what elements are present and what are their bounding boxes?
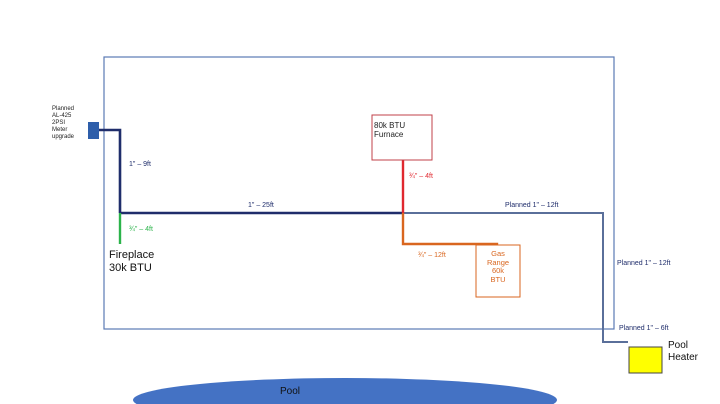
fireplace-label: Fireplace 30k BTU: [109, 249, 155, 274]
riser-segment-label: 1" – 9ft: [129, 161, 151, 168]
fireplace-branch-label: ¾" – 4ft: [129, 226, 153, 233]
furnace-box: [371, 114, 433, 161]
meter-label: Planned AL-425 2PSI Meter upgrade: [52, 106, 75, 140]
pool-shape: [133, 378, 557, 404]
gas-meter: [88, 122, 99, 139]
range-branch-label: ¾" – 12ft: [418, 252, 446, 259]
pool-heater-label: Pool Heater: [668, 340, 699, 363]
planned-segment-3-label: Planned 1" – 6ft: [619, 325, 669, 332]
planned-segment-1-label: Planned 1" – 12ft: [505, 202, 559, 209]
pool-heater-box: [628, 346, 663, 374]
range-label: Gas Range 60k BTU: [486, 249, 510, 284]
planned-segment-2-label: Planned 1" – 12ft: [617, 260, 671, 267]
furnace-branch-label: ¾" – 4ft: [409, 173, 433, 180]
furnace-label: 80k BTU Furnace: [374, 121, 406, 140]
riser-pipe: [98, 128, 122, 213]
main-segment-label: 1" – 25ft: [248, 202, 274, 209]
house-outline: [103, 56, 615, 330]
range-box: [475, 244, 521, 298]
planned-pipe: [403, 212, 628, 343]
pool-label: Pool: [280, 386, 301, 397]
